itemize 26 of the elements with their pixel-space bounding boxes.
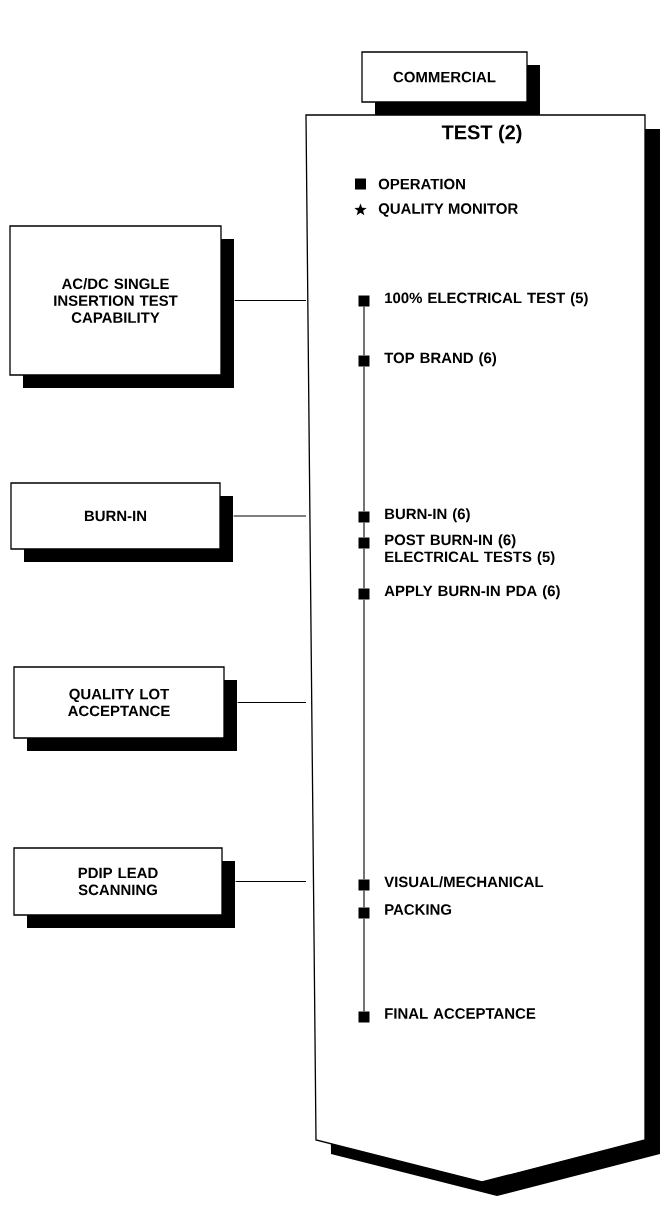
label-box: QUALITY LOT ACCEPTANCE	[13, 666, 237, 751]
step-label: POST BURN-IN (6) ELECTRICAL TESTS (5)	[385, 534, 555, 566]
connector-line	[363, 522, 365, 538]
legend-label: OPERATION	[378, 178, 465, 190]
step-label: 100% ELECTRICAL TEST (5)	[385, 292, 588, 307]
label-box: AC/DC SINGLE INSERTION TEST CAPABILITY	[9, 225, 234, 388]
connector-line	[237, 701, 307, 704]
step-label: TOP BRAND (6)	[384, 352, 497, 367]
step-label: BURN-IN (6)	[385, 508, 470, 523]
connector-line	[363, 306, 365, 356]
connector-line	[363, 890, 365, 908]
connector-line	[235, 880, 307, 883]
step-label: VISUAL/MECHANICAL	[384, 876, 544, 888]
connector-line	[363, 548, 365, 589]
legend-label: QUALITY MONITOR	[378, 203, 518, 217]
connector-line	[363, 599, 365, 880]
step-label: PACKING	[385, 904, 452, 915]
connector-line	[234, 299, 307, 302]
step-label: APPLY BURN-IN PDA (6)	[384, 585, 560, 600]
connector-line	[363, 918, 365, 1012]
connector-line	[363, 366, 365, 512]
step-label: FINAL ACCEPTANCE	[385, 1008, 536, 1019]
label-box: PDIP LEAD SCANNING	[13, 847, 235, 928]
connector-line	[233, 515, 307, 517]
label-box: COMMERCIAL	[361, 51, 540, 115]
label-box: BURN-IN	[10, 482, 233, 562]
